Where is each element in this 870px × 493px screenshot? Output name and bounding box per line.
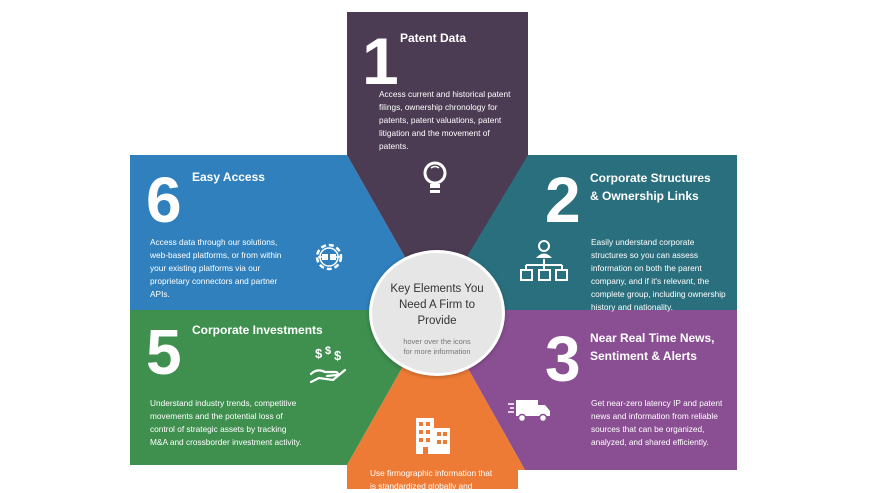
desc-line: proprietary connectors and partner	[150, 276, 278, 286]
desc-line: APIs.	[150, 289, 170, 299]
desc-line: control of strategic assets by tracking	[150, 424, 287, 434]
money-hand-icon[interactable]: $ $ $	[309, 344, 349, 386]
lightbulb-icon[interactable]	[421, 160, 449, 198]
segment-3-shape[interactable]	[435, 310, 737, 470]
center-title-line: Key Elements You	[390, 283, 484, 295]
desc-line: information on both the parent	[591, 263, 702, 273]
delivery-truck-icon[interactable]	[508, 396, 552, 426]
gear-plug-icon[interactable]	[310, 238, 348, 276]
svg-text:$: $	[334, 348, 342, 363]
desc-line: web-based platforms, or from within	[150, 250, 282, 260]
desc-line: M&A and crossborder investment activity.	[150, 437, 302, 447]
desc-line: is standardized globally and	[370, 481, 473, 491]
desc-line: Use firmographic information that	[370, 468, 493, 478]
title-line: Corporate Structures	[590, 171, 711, 185]
title-line: Near Real Time News,	[590, 331, 715, 345]
segment-1-number: 1	[362, 24, 399, 98]
segment-2-shape[interactable]	[435, 155, 737, 310]
desc-line: Access data through our solutions,	[150, 237, 278, 247]
svg-text:$: $	[325, 345, 331, 357]
desc-line: patents.	[379, 141, 409, 151]
segment-6-title: Easy Access	[192, 170, 265, 184]
desc-line: history and nationality.	[591, 302, 673, 312]
desc-line: Easily understand corporate	[591, 237, 695, 247]
center-hint: hover over the icons for more informatio…	[372, 337, 502, 357]
center-title: Key Elements You Need A Firm to Provide	[372, 281, 502, 329]
segment-2-number: 2	[545, 164, 581, 236]
desc-line: news and information from reliable	[591, 411, 718, 421]
segment-1-description: Access current and historical patent fil…	[379, 88, 519, 153]
segment-5-description: Understand industry trends, competitive …	[150, 397, 325, 449]
segment-1-title: Patent Data	[400, 31, 467, 45]
desc-line: structures so you can assess	[591, 250, 698, 260]
center-title-line: Provide	[417, 315, 457, 327]
building-icon[interactable]	[414, 414, 452, 456]
segment-5-title: Corporate Investments	[192, 323, 323, 337]
desc-line: litigation and the movement of	[379, 128, 490, 138]
center-title-line: Need A Firm to	[398, 299, 476, 311]
center-hint-line: hover over the icons	[403, 337, 471, 346]
svg-text:$: $	[315, 346, 323, 361]
center-circle: Key Elements You Need A Firm to Provide …	[369, 250, 505, 376]
desc-line: sources that can be organized,	[591, 424, 705, 434]
org-chart-icon[interactable]	[520, 240, 568, 282]
segment-3-number: 3	[545, 323, 581, 395]
desc-line: filings, ownership chronology for	[379, 102, 498, 112]
segment-3-title: Near Real Time News, Sentiment & Alerts	[590, 329, 715, 365]
desc-line: company, and if it's relevant, the	[591, 276, 710, 286]
segment-6-shape[interactable]	[130, 155, 435, 310]
segment-1-shape[interactable]	[347, 12, 528, 310]
segment-7-shape[interactable]	[347, 310, 525, 489]
segment-3-description: Get near-zero latency IP and patent news…	[591, 397, 731, 449]
desc-line: Understand industry trends, competitive	[150, 398, 297, 408]
segment-2-description: Easily understand corporate structures s…	[591, 236, 731, 314]
center-hint-line: for more information	[403, 347, 471, 356]
desc-line: movements and the potential loss of	[150, 411, 283, 421]
segment-5-shape[interactable]	[130, 310, 435, 465]
desc-line: complete group, including ownership	[591, 289, 726, 299]
segment-6-description: Access data through our solutions, web-b…	[150, 236, 310, 301]
segment-2-title: Corporate Structures & Ownership Links	[590, 169, 711, 205]
segment-7-description: Use firmographic information that is sta…	[370, 467, 520, 493]
desc-line: Get near-zero latency IP and patent	[591, 398, 723, 408]
segment-6-number: 6	[146, 164, 182, 236]
desc-line: Access current and historical patent	[379, 89, 511, 99]
desc-line: patents, patent valuations, patent	[379, 115, 502, 125]
desc-line: your existing platforms via our	[150, 263, 261, 273]
segment-5-number: 5	[146, 316, 182, 388]
desc-line: analyzed, and shared efficiently.	[591, 437, 709, 447]
title-line: Sentiment & Alerts	[590, 349, 697, 363]
title-line: & Ownership Links	[590, 189, 699, 203]
